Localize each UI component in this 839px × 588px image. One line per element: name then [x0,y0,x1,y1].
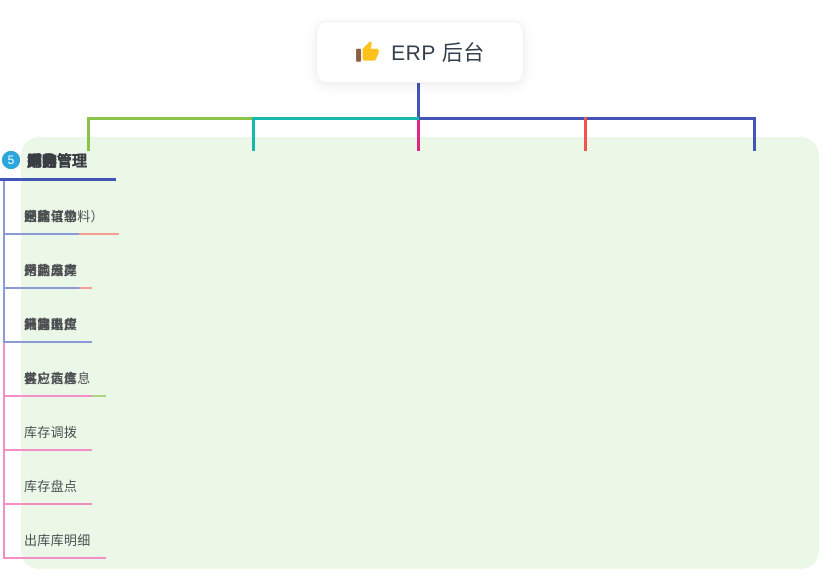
branch-tick-3 [417,120,420,151]
branch-tick-2 [252,117,255,151]
child-node[interactable]: 出库库明细 [5,505,106,559]
child-node[interactable]: 回款单 [5,181,79,235]
root-node-label: ERP 后台 [391,42,485,65]
branch-label: 销售管理 [27,152,88,170]
branch-number-badge: 5 [2,151,20,169]
branch-tick-1 [87,117,90,151]
child-node[interactable]: 付款单 [5,235,79,289]
root-node[interactable]: ERP 后台 [316,21,524,83]
branch-children: 回款单付款单结算账户 [3,181,93,343]
connector-segment-blue [419,117,756,120]
branch-tick-4 [584,117,587,151]
branch-column-5: 5 财务管理 回款单付款单结算账户 [0,150,116,343]
child-node[interactable]: 库存盘点 [5,451,93,505]
branch-label: 产品管理 [27,152,88,170]
branch-label: 财务管理 [27,152,88,170]
thumbs-up-icon [355,39,381,65]
connector-segment-green [87,117,255,120]
child-node[interactable]: 其它入库 [5,343,93,397]
branch-children: 仓库信息产品库存其它出库其它入库库存调拨库存盘点出库库明细 [3,181,106,559]
child-node[interactable]: 结算账户 [5,289,93,343]
root-stem-line [417,81,420,118]
branch-tick-5 [753,117,756,151]
branch-label: 库存管理 [27,152,88,170]
connector-segment-teal [255,117,419,120]
branch-label: 采购管理 [27,152,88,170]
branches-panel [21,137,819,569]
branch-header[interactable]: 5 财务管理 [0,150,116,181]
child-node[interactable]: 库存调拨 [5,397,93,451]
